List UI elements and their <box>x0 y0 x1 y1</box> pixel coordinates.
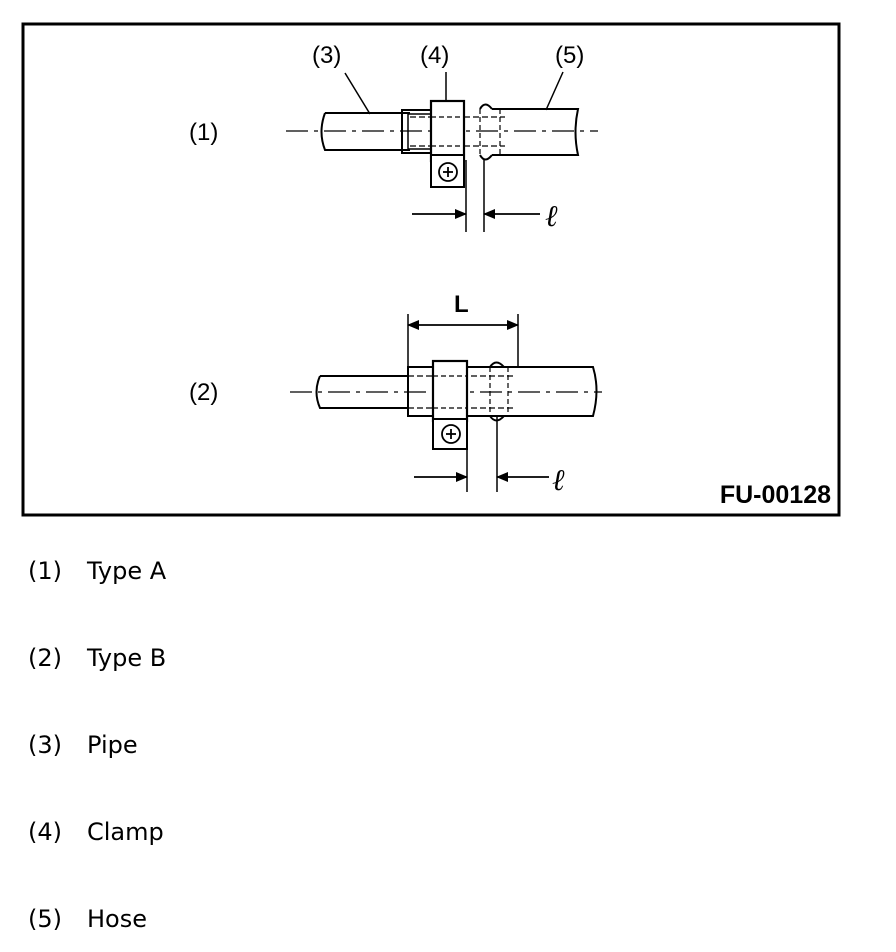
legend-label: Type A <box>87 557 167 585</box>
callout-hose: (5) <box>555 42 584 69</box>
legend-item: (1) Type A <box>28 556 166 586</box>
type-a-hose <box>492 108 580 156</box>
figure-code: FU-00128 <box>720 481 831 509</box>
legend-number: (3) <box>28 731 62 759</box>
legend-label: Clamp <box>87 818 164 846</box>
legend-item: (5) Hose <box>28 904 147 934</box>
legend-number: (1) <box>28 557 62 585</box>
legend-label: Pipe <box>87 731 138 759</box>
length-label: L <box>454 291 469 318</box>
legend-item: (3) Pipe <box>28 730 138 760</box>
clearance-label-b: ℓ <box>552 463 565 498</box>
type-a-clamp <box>429 99 466 163</box>
callout-pipe: (3) <box>312 42 341 69</box>
diagram-frame <box>21 22 841 517</box>
callout-type-b: (2) <box>189 379 218 406</box>
legend-label: Hose <box>87 905 147 933</box>
callout-type-a: (1) <box>189 119 218 146</box>
type-b-assembly <box>290 314 602 492</box>
legend-number: (2) <box>28 644 62 672</box>
legend-label: Type B <box>87 644 167 672</box>
clamp-position-diagram: (1) (2) (3) (4) (5) ℓ ℓ L FU-00128 <box>21 22 841 517</box>
type-b-hose <box>407 366 598 417</box>
type-b-clamp <box>431 359 469 423</box>
type-a-pipe <box>320 112 410 151</box>
legend-number: (5) <box>28 905 62 933</box>
type-b-pipe <box>315 375 408 409</box>
legend-number: (4) <box>28 818 62 846</box>
clearance-label-a: ℓ <box>545 199 558 234</box>
legend-item: (4) Clamp <box>28 817 164 847</box>
callout-clamp: (4) <box>420 42 449 69</box>
legend-item: (2) Type B <box>28 643 166 673</box>
type-a-assembly <box>286 71 598 232</box>
